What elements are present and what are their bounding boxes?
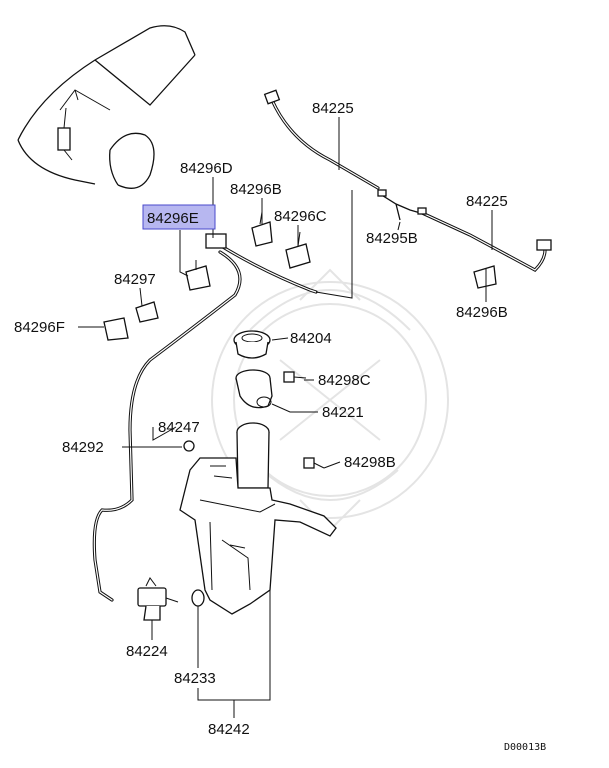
part-84296E-clamp (185, 260, 211, 291)
part-84295B-joint (377, 189, 427, 221)
label-84233[interactable]: 84233 (174, 670, 216, 687)
label-84296E[interactable]: 84296E (147, 210, 199, 227)
part-84298C-bolt (283, 371, 307, 383)
highlight-box-84296E (142, 204, 216, 230)
part-84233-grommet (191, 589, 205, 607)
label-84296C[interactable]: 84296C (274, 208, 327, 225)
part-84296B-clip-lower (473, 265, 497, 292)
part-84297-clip (135, 301, 159, 323)
part-84242-washer-tank (179, 422, 337, 615)
part-84247-hose (92, 250, 242, 602)
label-84296F[interactable]: 84296F (14, 319, 65, 336)
label-84225-upper[interactable]: 84225 (312, 100, 354, 117)
label-84296D[interactable]: 84296D (180, 160, 233, 177)
label-84296B-lower[interactable]: 84296B (456, 304, 508, 321)
label-84225-lower[interactable]: 84225 (466, 193, 508, 210)
part-84296F-clip (103, 317, 129, 341)
label-84292[interactable]: 84292 (62, 439, 104, 456)
part-84221-filler-neck (235, 369, 273, 409)
label-84224[interactable]: 84224 (126, 643, 168, 660)
part-labels: 84225 84296D 84296B 84225 84296E 84296C … (14, 100, 546, 753)
part-84292-grommet (183, 440, 195, 452)
part-84298B-bolt (303, 457, 325, 469)
label-84295B[interactable]: 84295B (366, 230, 418, 247)
label-84221[interactable]: 84221 (322, 404, 364, 421)
label-84242[interactable]: 84242 (208, 721, 250, 738)
label-84204[interactable]: 84204 (290, 330, 332, 347)
part-84225-hose-group (263, 89, 552, 272)
part-84296D-hose (205, 190, 353, 299)
part-84204-cap (233, 330, 271, 359)
drawing-code: D00013B (504, 742, 546, 753)
car-outline-illustration (17, 25, 196, 189)
label-84247[interactable]: 84247 (158, 419, 200, 436)
label-84298C[interactable]: 84298C (318, 372, 371, 389)
part-84224-pump (137, 577, 179, 621)
label-84296B-upper[interactable]: 84296B (230, 181, 282, 198)
label-84298B[interactable]: 84298B (344, 454, 396, 471)
label-84297[interactable]: 84297 (114, 271, 156, 288)
